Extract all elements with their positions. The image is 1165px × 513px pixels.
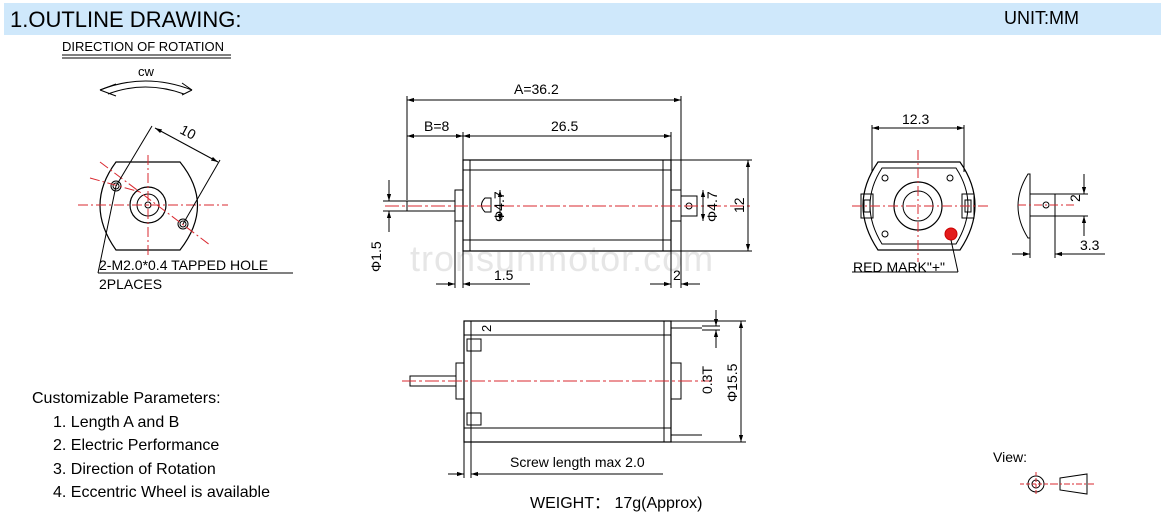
red-mark-label: RED MARK"+" [853, 259, 945, 275]
height-dim: 12 [731, 197, 747, 213]
rear-width-dim: 12.3 [902, 111, 929, 127]
terminal-dim-33: 3.3 [1080, 237, 1100, 253]
hole-spacing-dim: 10 [177, 121, 198, 143]
front-view: DIRECTION OF ROTATION cw 10 2- [62, 39, 293, 292]
total-length-dim: A=36.2 [514, 81, 559, 97]
view-indicator: View: [993, 449, 1095, 496]
diameter-dim: Φ15.5 [724, 363, 740, 402]
top-view: 2 0.3T Φ15.5 Screw length max 2.0 [402, 310, 746, 478]
param-item: 1. Length A and B [53, 413, 180, 431]
param-item: 2. Electric Performance [53, 437, 220, 454]
tapped-hole-note: 2-M2.0*0.4 TAPPED HOLE [99, 257, 268, 273]
side-view: A=36.2 B=8 26.5 12 Φ4.7 Φ4.7 Φ1.5 1.5 [368, 81, 753, 288]
weight-label: WEIGHT： 17g(Approx) [530, 495, 703, 512]
rear-boss-dia-dim: Φ4.7 [704, 191, 720, 222]
rear-boss-length-dim: 2 [673, 267, 681, 283]
thickness-dim: 0.3T [699, 366, 715, 394]
view-label: View: [993, 449, 1027, 465]
red-mark-icon [944, 227, 958, 241]
shaft-length-dim: B=8 [424, 118, 450, 134]
tapped-hole-places: 2PLACES [99, 276, 162, 292]
customizable-title: Customizable Parameters: [32, 390, 221, 407]
terminal-view: 2 3.3 [1012, 173, 1105, 258]
terminal-dim-2: 2 [1067, 194, 1083, 202]
top-view-small-2: 2 [479, 325, 494, 332]
unit-label: UNIT:MM [1004, 8, 1079, 28]
side-view-icon [1059, 473, 1088, 495]
rear-view: 12.3 RED MARK"+" [852, 111, 990, 275]
param-item: 3. Direction of Rotation [53, 460, 216, 478]
front-boss-dia-dim: Φ4.7 [491, 191, 507, 222]
rotation-arrow-icon [99, 80, 193, 91]
param-item: 4. Eccentric Wheel is available [53, 484, 270, 501]
header-bar: 1.OUTLINE DRAWING: UNIT:MM [4, 3, 1161, 35]
shaft-dia-dim: Φ1.5 [368, 241, 384, 272]
page-title: 1.OUTLINE DRAWING: [10, 7, 242, 32]
cw-label: cw [138, 64, 155, 79]
direction-of-rotation-label: DIRECTION OF ROTATION [62, 39, 224, 54]
body-length-dim: 26.5 [551, 118, 578, 134]
front-boss-length-dim: 1.5 [494, 267, 514, 283]
screw-length-note: Screw length max 2.0 [510, 454, 645, 470]
customizable-parameters: Customizable Parameters: 1. Length A and… [32, 387, 270, 505]
